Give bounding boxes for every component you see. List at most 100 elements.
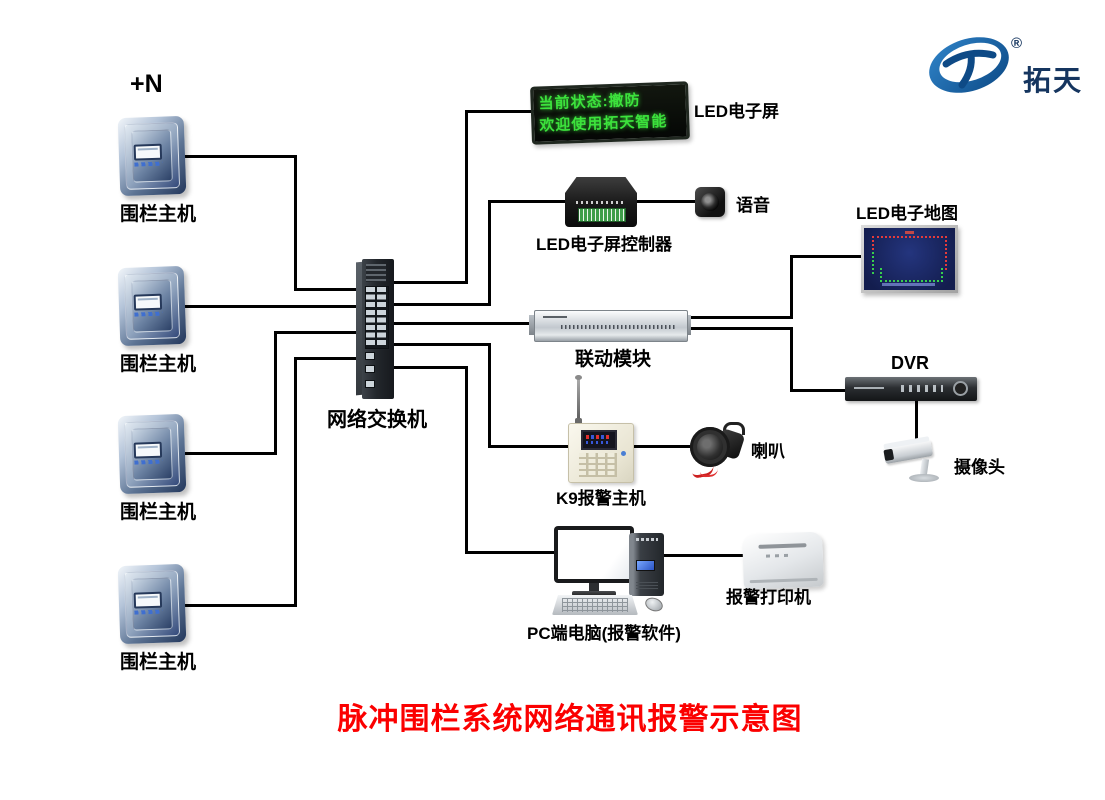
wire-host3-v: [274, 331, 277, 455]
led-controller-device: [565, 177, 637, 227]
switch-uplink-port: [365, 380, 375, 388]
wire-map-h2: [790, 255, 864, 258]
pc-tower-vents: [636, 582, 658, 590]
camera-lens: [883, 448, 895, 462]
pc-monitor-base: [572, 591, 616, 596]
led-map-caption-bar: [882, 283, 935, 286]
wire-k9-h1: [392, 343, 491, 346]
switch-uplink-port: [365, 365, 375, 373]
horn-wire-red: [699, 466, 719, 478]
wire-host1-h: [185, 155, 297, 158]
wire-led-h1: [392, 281, 468, 284]
wire-host4-v: [294, 357, 297, 607]
wire-dvr-h2: [790, 389, 852, 392]
led-map-panel: [864, 228, 955, 290]
switch-uplink-port: [365, 352, 375, 360]
fence-host-display: [133, 441, 163, 459]
led-screen-device: 当前状态:撤防 欢迎使用拓天智能: [530, 81, 690, 145]
host-multiplier-label: +N: [130, 70, 163, 98]
wire-host4-switch: [294, 357, 367, 360]
k9-display-pixels: [586, 435, 610, 439]
pc-tower: [629, 533, 664, 596]
wire-dvr-v: [790, 327, 793, 392]
wire-pc-h2: [465, 551, 559, 554]
dvr-buttons: [901, 385, 943, 392]
fence-host-label: 围栏主机: [119, 354, 196, 375]
wire-map-v: [790, 255, 793, 319]
fence-host-device: [117, 413, 187, 495]
led-controller-label: LED电子屏控制器: [536, 235, 672, 254]
voice-speaker-label: 语音: [736, 196, 770, 215]
k9-alarm-label: K9报警主机: [556, 489, 646, 508]
switch-top-panel: [366, 264, 386, 282]
printer-label: 报警打印机: [726, 588, 811, 607]
k9-display: [581, 430, 617, 450]
wire-pc-v: [465, 366, 468, 554]
horn-bell: [690, 427, 730, 467]
k9-keypad: [579, 453, 617, 477]
network-switch-device: [356, 259, 394, 399]
dvr-label: DVR: [891, 353, 930, 373]
switch-port-grid: [365, 286, 389, 349]
led-screen-text-line2: 欢迎使用拓天智能: [539, 113, 668, 135]
wire-k9-v: [488, 343, 491, 448]
pc-label: PC端电脑(报警软件): [527, 624, 681, 643]
printer-device: [742, 531, 824, 590]
wire-host3-h: [185, 452, 277, 455]
wire-k9-h2: [488, 445, 573, 448]
brand-logo: ® 拓天: [925, 33, 1101, 99]
wire-module: [392, 322, 536, 325]
camera-label: 摄像头: [954, 458, 1005, 477]
fence-host-device: [117, 563, 187, 645]
wire-host1-v: [294, 155, 297, 291]
wire-ctrl-speaker: [634, 200, 696, 203]
network-switch-label: 网络交换机: [327, 409, 427, 431]
fence-host-label: 围栏主机: [119, 204, 196, 225]
wire-pc-printer: [664, 554, 748, 557]
led-map-perimeter-dots-green: [880, 268, 943, 282]
fence-host-label: 围栏主机: [119, 502, 196, 523]
wire-ctrl-h2: [488, 200, 570, 203]
horn-device: [690, 422, 748, 479]
fence-host-device: [117, 265, 187, 347]
camera-device: [880, 436, 950, 488]
pc-keyboard: [552, 595, 638, 615]
wire-host2-switch: [185, 305, 367, 308]
led-controller-terminals: [578, 208, 626, 222]
dvr-device: [845, 377, 977, 401]
led-screen-label: LED电子屏: [694, 102, 779, 121]
fence-host-device: [117, 115, 187, 197]
fence-host-display: [133, 293, 163, 311]
wire-host4-h: [185, 604, 297, 607]
fence-host-label: 围栏主机: [119, 652, 196, 673]
led-map-header-dots: [904, 231, 914, 234]
wire-ctrl-h1: [392, 303, 491, 306]
linkage-module-device: [534, 310, 688, 342]
registered-trademark: ®: [1011, 35, 1023, 52]
wire-dvr-h1: [685, 327, 793, 330]
module-mount-ear: [529, 315, 535, 335]
pc-mouse: [643, 595, 665, 614]
dvr-jog-dial: [953, 381, 968, 396]
k9-status-led: [621, 451, 626, 456]
fence-host-display: [133, 591, 163, 609]
led-map-perimeter-dots-green2: [872, 252, 876, 274]
wire-pc-h1: [392, 366, 468, 369]
wire-host1-switch: [294, 288, 367, 291]
linkage-module-label: 联动模块: [575, 349, 652, 370]
k9-display-pixels: [586, 441, 610, 444]
wire-led-h2: [465, 110, 535, 113]
pc-tower-display: [636, 560, 655, 571]
horn-label: 喇叭: [751, 442, 785, 461]
brand-name: 拓天: [1023, 65, 1084, 96]
wire-map-h1: [685, 316, 793, 319]
pc-monitor-screen: [558, 530, 630, 579]
pc-monitor-stand: [589, 583, 599, 592]
camera-base: [909, 474, 939, 482]
wire-dvr-camera: [915, 400, 918, 440]
led-map-perimeter-dots-red: [872, 236, 947, 270]
fence-host-display: [133, 143, 163, 161]
camera-sunshade: [883, 436, 930, 450]
wire-led-v: [465, 110, 468, 284]
